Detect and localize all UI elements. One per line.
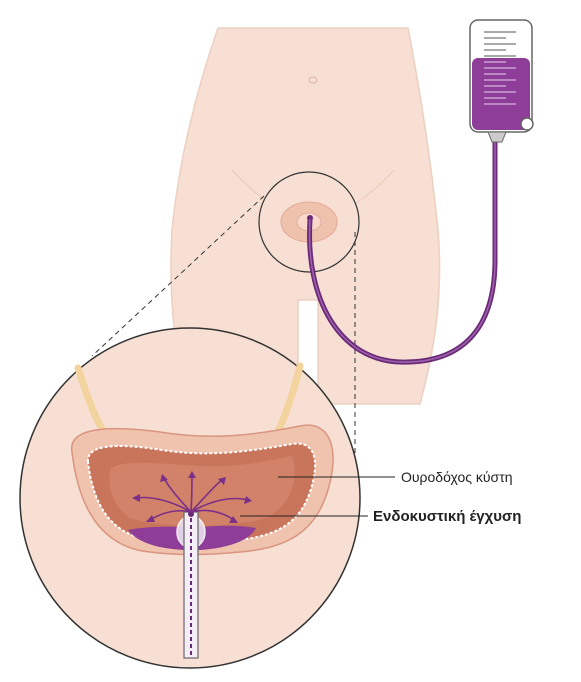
drainage-tube-highlight [308, 139, 496, 363]
callouts: Ουροδόχος κύστη Ενδοκυστική έγχυση [240, 469, 521, 525]
navel [308, 76, 318, 84]
bag-liquid [472, 58, 530, 130]
zoom-lines [91, 195, 356, 470]
bladder-label: Ουροδόχος κύστη [401, 469, 513, 485]
bag-port [520, 117, 534, 131]
bag-outlet [487, 131, 507, 143]
instillation-label: Ενδοκυστική έγχυση [373, 508, 521, 525]
bag-graduations [484, 31, 516, 105]
catheter-tip [188, 511, 194, 517]
zoom-line-left [91, 195, 265, 357]
bladder-cavity-shade [109, 456, 295, 526]
flow-arrowheads [132, 471, 252, 523]
instillation-bag [469, 19, 534, 143]
large-magnifier [19, 327, 361, 669]
